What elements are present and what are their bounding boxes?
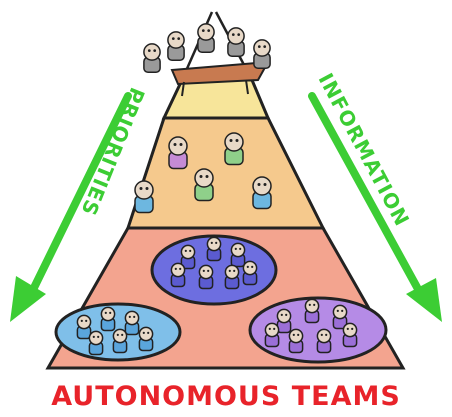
- person-icon: [170, 262, 186, 288]
- person-icon: [242, 260, 258, 286]
- person-icon: [198, 264, 214, 290]
- person-icon: [342, 322, 358, 348]
- information-arrow-icon: [308, 92, 442, 322]
- person-icon: [224, 264, 240, 290]
- person-icon: [194, 168, 214, 202]
- person-icon: [227, 27, 245, 58]
- caption-autonomous-teams: AUTONOMOUS TEAMS: [51, 381, 401, 412]
- person-icon: [134, 180, 154, 214]
- leader-table-icon: [170, 60, 270, 97]
- person-icon: [288, 328, 304, 354]
- person-icon: [264, 322, 280, 348]
- person-icon: [276, 308, 292, 334]
- priorities-arrow-icon: [10, 92, 132, 322]
- person-icon: [253, 39, 271, 70]
- person-icon: [332, 304, 348, 330]
- person-icon: [206, 236, 222, 262]
- person-icon: [230, 242, 246, 268]
- person-icon: [124, 310, 140, 336]
- pyramid-tier-top: [161, 78, 271, 120]
- person-icon: [143, 43, 161, 74]
- person-icon: [197, 23, 215, 54]
- person-icon: [138, 326, 154, 352]
- person-icon: [304, 298, 320, 324]
- person-icon: [168, 136, 188, 170]
- person-icon: [180, 244, 196, 270]
- person-icon: [224, 132, 244, 166]
- person-icon: [76, 314, 92, 340]
- information-label: INFORMATION: [314, 69, 415, 230]
- middle-managers-group: [134, 132, 272, 214]
- person-icon: [167, 31, 185, 62]
- person-icon: [252, 176, 272, 210]
- person-icon: [316, 328, 332, 354]
- leaders-group: [143, 23, 271, 74]
- person-icon: [100, 306, 116, 332]
- team-members-group: [76, 236, 358, 356]
- pyramid-tier-middle: [125, 116, 326, 230]
- person-icon: [112, 328, 128, 354]
- person-icon: [88, 330, 104, 356]
